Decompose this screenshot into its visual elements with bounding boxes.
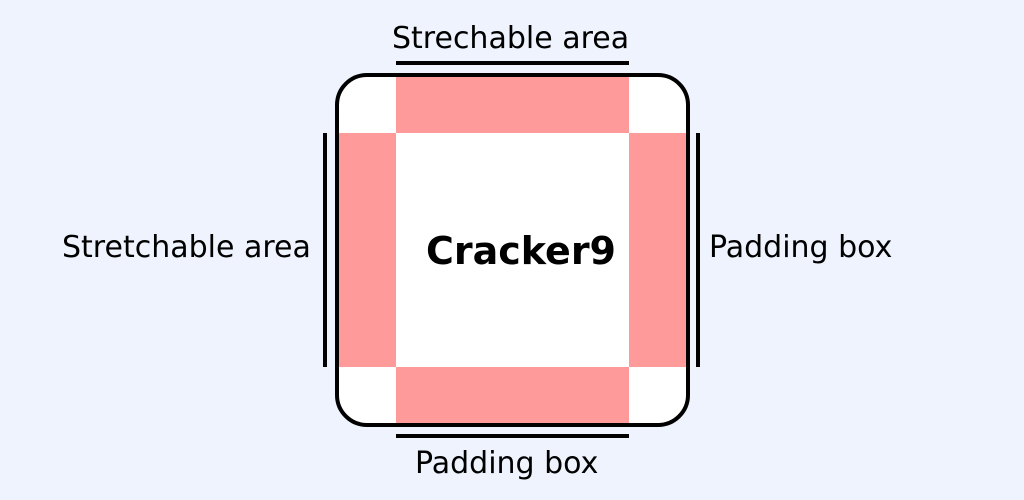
right-stretch-region [629,133,688,367]
center-label: Cracker9 [426,229,616,273]
bottom-stretch-region [396,367,629,425]
left-label: Stretchable area [62,230,311,265]
top-stretch-region [396,75,629,133]
right-label: Padding box [709,230,893,265]
box-outline [335,73,690,427]
top-label: Strechable area [392,21,630,56]
bottom-label: Padding box [415,446,599,481]
left-stretch-region [337,133,396,367]
content-area [396,133,629,367]
